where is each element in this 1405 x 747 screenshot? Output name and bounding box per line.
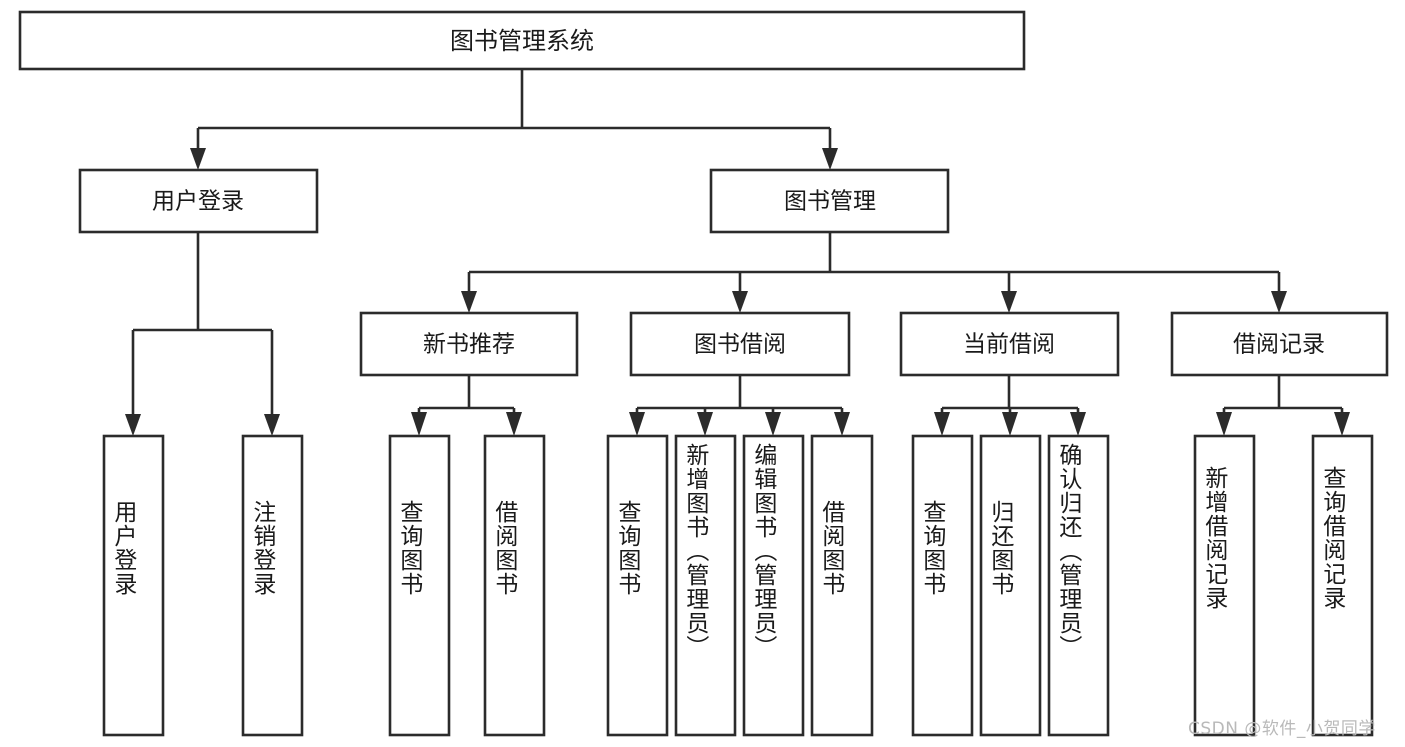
connector-group-book-mgmt	[461, 232, 1287, 313]
node-box-current-borrow[interactable]	[899, 311, 1120, 377]
arrow-head-new-book-recommend	[461, 291, 477, 313]
arrow-head-bb-leaf-4	[834, 412, 850, 436]
node-label-book-borrow: 图书借阅	[694, 332, 786, 358]
node-box-leaf-br-2[interactable]	[1311, 434, 1374, 737]
connector-group-root	[190, 69, 838, 170]
node-box-book-borrow[interactable]	[629, 311, 851, 377]
arrow-head-cb-leaf-3	[1070, 412, 1086, 436]
node-label-new-book-recommend: 新书推荐	[423, 332, 515, 358]
node-box-leaf-user-login-1[interactable]	[102, 434, 165, 737]
arrow-head-user-login-leaf-1	[125, 414, 141, 436]
arrow-head-book-mgmt	[822, 148, 838, 170]
node-box-leaf-cb-1[interactable]	[911, 434, 974, 737]
arrow-head-br-leaf-1	[1216, 412, 1232, 436]
node-box-leaf-nbr-1[interactable]	[388, 434, 451, 737]
arrow-head-current-borrow	[1001, 291, 1017, 313]
node-box-leaf-bb-2[interactable]	[674, 434, 737, 737]
arrow-head-br-leaf-2	[1334, 412, 1350, 436]
arrow-head-bb-leaf-3	[765, 412, 781, 436]
node-label-book-management: 图书管理	[784, 189, 876, 215]
arrow-head-nbr-leaf-2	[506, 412, 522, 436]
node-label-user-login: 用户登录	[152, 189, 244, 215]
node-box-leaf-bb-3[interactable]	[742, 434, 805, 737]
node-box-leaf-cb-2[interactable]	[979, 434, 1042, 737]
node-box-leaf-user-login-2[interactable]	[241, 434, 304, 737]
node-box-borrow-record[interactable]	[1170, 311, 1389, 377]
connector-group-user-login	[125, 232, 280, 436]
node-label-borrow-record: 借阅记录	[1233, 332, 1325, 358]
node-box-leaf-bb-4[interactable]	[810, 434, 874, 737]
node-box-new-book-recommend[interactable]	[359, 311, 579, 377]
node-box-user-login[interactable]	[78, 168, 319, 234]
node-box-book-management[interactable]	[709, 168, 950, 234]
connector-group-new-book-recommend	[411, 375, 522, 436]
arrow-head-nbr-leaf-1	[411, 412, 427, 436]
arrow-head-user-login-leaf-2	[264, 414, 280, 436]
node-box-leaf-bb-1[interactable]	[606, 434, 669, 737]
connector-group-borrow-record	[1216, 375, 1350, 436]
node-box-leaf-cb-3[interactable]	[1047, 434, 1110, 737]
arrow-head-book-borrow	[732, 291, 748, 313]
node-label-system-title: 图书管理系统	[450, 27, 594, 55]
arrow-head-cb-leaf-1	[934, 412, 950, 436]
csdn-watermark: CSDN @软件_小贺同学	[1188, 719, 1376, 739]
node-label-current-borrow: 当前借阅	[963, 332, 1055, 358]
arrow-head-bb-leaf-1	[629, 412, 645, 436]
arrow-head-bb-leaf-2	[697, 412, 713, 436]
node-box-system-title[interactable]	[18, 10, 1026, 71]
node-box-leaf-nbr-2[interactable]	[483, 434, 546, 737]
arrow-head-user-login	[190, 148, 206, 170]
arrow-head-borrow-record	[1271, 291, 1287, 313]
arrow-head-cb-leaf-2	[1002, 412, 1018, 436]
node-box-leaf-br-1[interactable]	[1193, 434, 1256, 737]
connector-group-current-borrow	[934, 375, 1086, 436]
connector-group-book-borrow	[629, 375, 850, 436]
